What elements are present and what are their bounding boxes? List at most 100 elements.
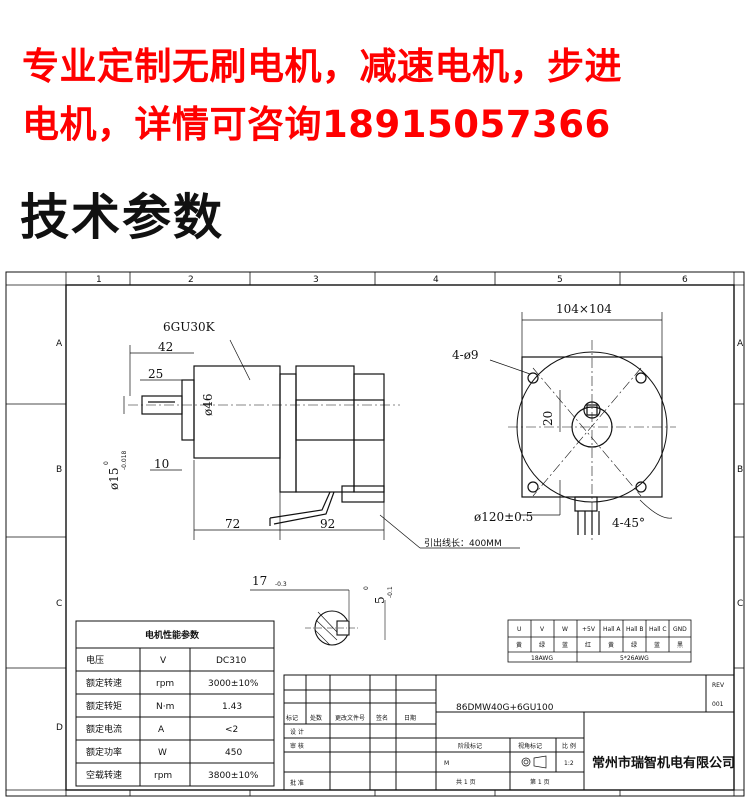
section-heading: 技术参数 [20,189,225,246]
dim-42: 42 [158,340,173,354]
param-value: DC310 [216,656,247,666]
wire-color-gnd: 黑 [677,642,683,649]
wire-header-u: U [517,626,521,633]
dim-17-tol: -0.3 [275,581,287,588]
dim-15: ø15 [107,468,121,491]
tb-model: 86DMW40G+6GU100 [456,703,554,713]
frame-row-labels: A B C D A B C [56,339,744,733]
param-value: 3800±10% [208,771,259,781]
frame-col-5: 5 [557,275,563,285]
tb-review: 审 核 [290,742,304,750]
tb-mark: 标记 [286,714,298,722]
param-name: 额定功率 [86,746,122,758]
frame-col-6: 6 [682,275,688,285]
wire-gauge-power: 18AWG [531,655,553,662]
front-centerlines [508,340,676,540]
frame-col-4: 4 [433,275,439,285]
param-name: 额定电流 [86,723,122,735]
dim-72: 72 [225,517,240,531]
tb-scale: 1:2 [564,760,574,767]
tb-stage: 阶段标记 [458,742,482,750]
dim-20: 20 [541,411,555,426]
param-rows: 电压 V DC310 额定转速 rpm 3000±10% 额定转矩 N·m 1.… [86,654,259,781]
tb-approve: 批 准 [290,779,304,787]
param-value: 1.43 [222,702,242,712]
tb-design: 设 计 [290,728,304,736]
dim-5: 5 [373,596,387,604]
frame-column-labels: 1 2 3 4 5 6 [96,275,688,285]
tb-total: 共 1 页 [456,778,476,786]
wire-color-u: 黄 [516,641,522,649]
wire-colors: 黄 绿 蓝 红 黄 绿 蓝 黑 [516,641,683,649]
dim-17: 17 [252,574,267,588]
dim-25: 25 [148,367,163,381]
dim-gearbox-model: 6GU30K [163,320,216,334]
dim-lead-length: 引出线长：400MM [424,537,502,549]
frame-row-c-right: C [737,599,743,609]
wire-color-5v: 红 [585,641,591,649]
param-unit: rpm [154,771,172,781]
frame-col-1: 1 [96,275,102,285]
wire-color-hall-b: 绿 [631,641,637,649]
motor-front-flange [279,373,297,493]
wire-header-hall-a: Hall A [603,626,621,633]
dim-angle: 4-45° [612,516,645,530]
wire-color-hall-a: 黄 [608,641,614,649]
tb-company: 常州市瑞智机电有限公司 [592,755,735,771]
param-unit: rpm [156,679,174,689]
tb-change-doc: 更改文件号 [335,714,365,722]
side-dimensions [123,339,520,549]
title-block [283,674,735,791]
frame-row-c: C [56,599,62,609]
wire-header-5v: +5V [582,626,596,633]
param-table-title: 电机性能参数 [145,629,200,641]
tb-sign: 签名 [376,714,388,722]
front-dimensions [489,312,673,519]
dim-10: 10 [154,457,169,471]
param-value: 450 [225,748,242,758]
tb-rev-value: 001 [712,701,724,708]
tb-stage-value: M [444,760,449,767]
tb-scale-label: 比 例 [562,742,576,750]
frame-col-2: 2 [188,275,194,285]
wire-header-gnd: GND [673,626,687,633]
dim-15-tol-bot: -0.018 [121,450,128,470]
wire-header-hall-b: Hall B [626,626,644,633]
frame-row-a-right: A [737,339,744,349]
hall-box [341,485,385,503]
tb-rev-label: REV [712,682,725,689]
tb-weight: 视角标记 [518,742,542,750]
motor-body [295,365,355,493]
motor-rear-cap [353,373,385,493]
dim-5-tol-top: 0 [363,586,370,590]
frame-row-d: D [56,723,63,733]
dim-15-tol-top: 0 [103,461,110,465]
frame-row-b: B [56,465,62,475]
dim-92: 92 [320,517,335,531]
param-name: 电压 [86,654,104,666]
param-unit: N·m [156,702,174,712]
param-value: <2 [225,725,238,735]
tb-date: 日期 [404,714,416,722]
wire-header-hall-c: Hall C [649,626,667,633]
projection-symbol-icon [521,755,547,769]
banner-line-1: 专业定制无刷电机，减速电机，步进 [22,45,622,88]
param-unit: A [158,725,165,735]
param-name: 额定转速 [86,677,122,689]
gearbox-flange [181,379,195,441]
param-unit: V [160,656,167,666]
wire-color-hall-c: 蓝 [654,641,660,649]
dim-46: ø46 [201,394,215,417]
tb-page: 第 1 页 [530,778,550,786]
dim-104: 104×104 [556,302,612,316]
param-table [75,620,275,787]
tb-count: 处数 [310,714,322,722]
dim-120: ø120±0.5 [474,510,533,524]
param-unit: W [158,748,167,758]
dim-holes: 4-ø9 [452,348,479,362]
wire-header-v: V [540,626,545,633]
banner-line-2: 电机，详情可咨询18915057366 [22,103,611,146]
wire-header-w: W [562,626,568,633]
wire-color-v: 绿 [539,641,545,649]
